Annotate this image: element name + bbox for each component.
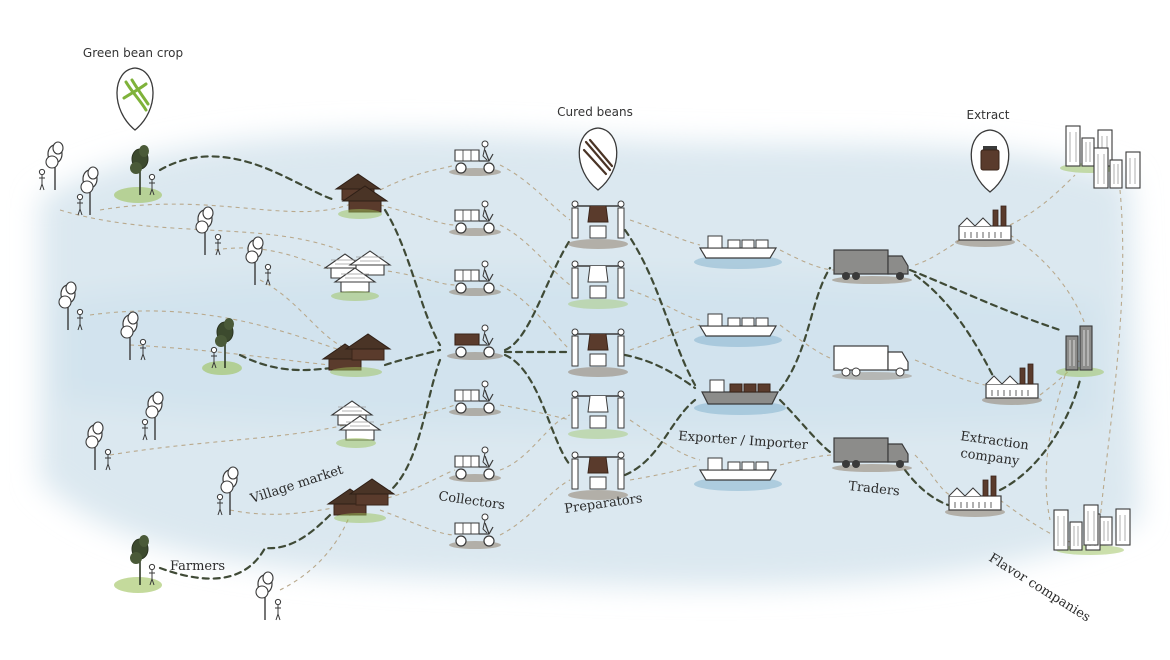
flavor-company-group bbox=[1053, 125, 1141, 555]
cured-beans-label: Cured beans bbox=[557, 105, 633, 119]
factory-group bbox=[945, 205, 1042, 517]
farmers-label: Farmers bbox=[170, 559, 225, 574]
green-bean-pin-icon bbox=[116, 67, 154, 131]
cured-beans-pin-icon bbox=[578, 127, 618, 191]
minor-flow-paths bbox=[59, 164, 1124, 591]
collector-group bbox=[447, 140, 503, 549]
village-group bbox=[322, 173, 395, 523]
extract-label: Extract bbox=[967, 108, 1010, 122]
main-flow-paths bbox=[158, 155, 1082, 580]
ship-group bbox=[694, 235, 786, 491]
flavor-companies-label: Flavor companies bbox=[986, 551, 1093, 626]
preparator-group bbox=[568, 200, 628, 500]
traders-label: Traders bbox=[848, 479, 901, 499]
extract-pin-icon bbox=[970, 129, 1010, 193]
green-bean-crop-label: Green bean crop bbox=[83, 46, 183, 60]
truck-group bbox=[832, 249, 912, 472]
farmer-group bbox=[38, 141, 282, 621]
